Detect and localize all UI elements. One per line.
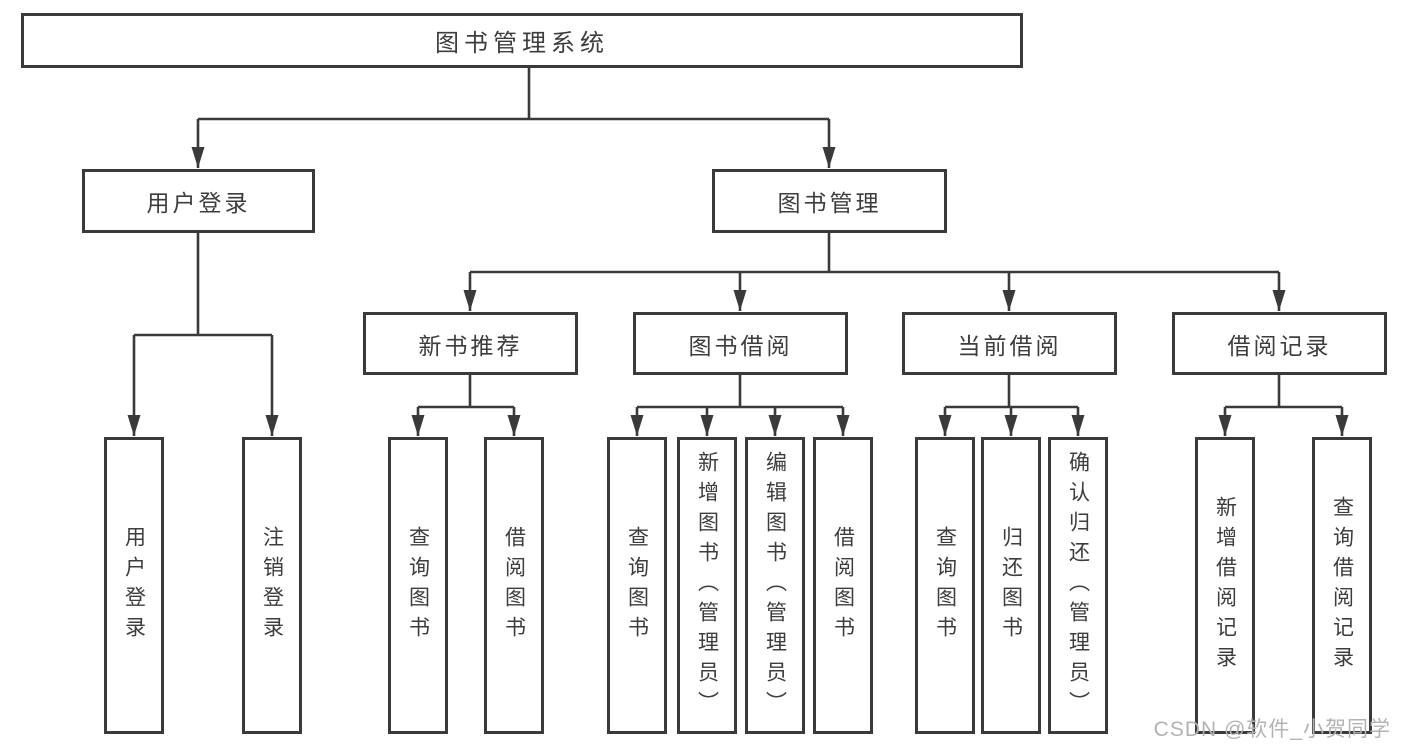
leaf-logout: 注销登录 [242, 437, 302, 734]
leaf-query-borrow-record: 查询借阅记录 [1312, 437, 1372, 734]
csdn-watermark: CSDN @软件_小贺同学 [1153, 718, 1391, 741]
node-library-management-system: 图书管理系统 [21, 13, 1023, 68]
node-book-management: 图书管理 [712, 169, 947, 233]
node-new-book-recommendation: 新书推荐 [363, 312, 578, 375]
node-borrowing-records: 借阅记录 [1172, 312, 1387, 375]
leaf-return-books: 归还图书 [981, 437, 1041, 734]
leaf-query-books-recommend: 查询图书 [388, 437, 448, 734]
leaf-confirm-return-admin: 确认归还（管理员） [1048, 437, 1108, 734]
leaf-edit-books-admin: 编辑图书（管理员） [745, 437, 805, 734]
leaf-query-books-borrow: 查询图书 [607, 437, 667, 734]
node-book-borrowing: 图书借阅 [633, 312, 848, 375]
leaf-user-login: 用户登录 [104, 437, 164, 734]
leaf-borrow-books: 借阅图书 [813, 437, 873, 734]
node-current-borrowing: 当前借阅 [902, 312, 1117, 375]
leaf-add-borrow-record: 新增借阅记录 [1195, 437, 1255, 734]
node-user-login: 用户登录 [82, 169, 315, 233]
leaf-query-books-current: 查询图书 [915, 437, 975, 734]
leaf-borrow-books-recommend: 借阅图书 [484, 437, 544, 734]
leaf-add-books-admin: 新增图书（管理员） [677, 437, 737, 734]
